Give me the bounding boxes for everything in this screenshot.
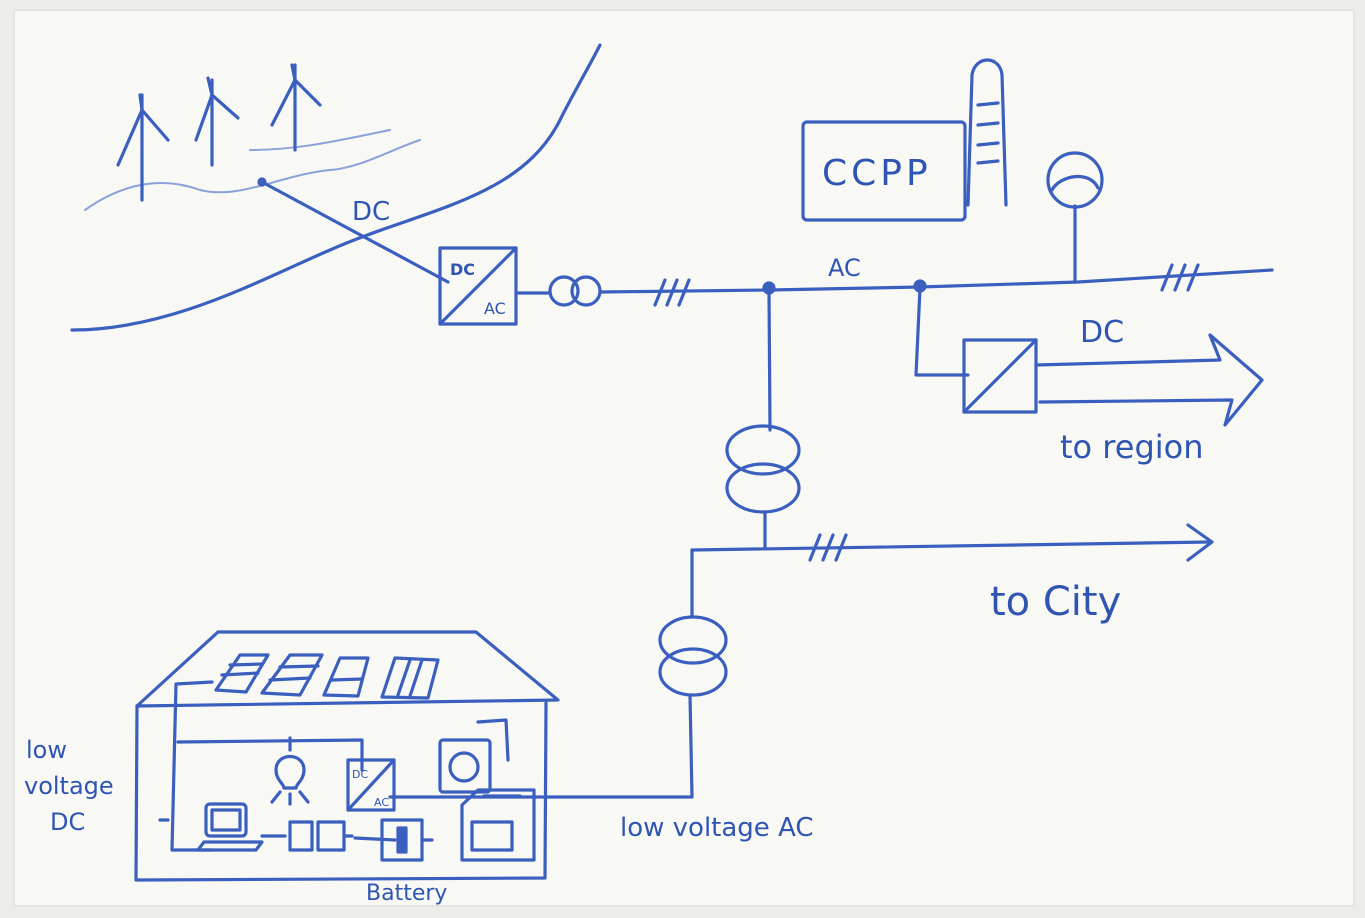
wind-dc-label: DC — [352, 197, 390, 227]
converter-dc-label: DC — [450, 260, 475, 279]
solar-panel-icon — [322, 656, 370, 698]
transformer-icon — [658, 615, 728, 697]
washing-machine-icon — [438, 718, 510, 794]
hill-line-2 — [249, 129, 391, 151]
stove-icon — [460, 788, 536, 862]
to-region-arrow — [1034, 333, 1264, 427]
low-voltage-dc-bus — [170, 680, 214, 852]
solar-panel-icon — [260, 653, 324, 697]
smokestack-icon — [966, 58, 1008, 207]
ccpp-box — [801, 120, 967, 222]
wind-turbine-icon — [194, 76, 240, 167]
wind-dc-node — [257, 177, 267, 187]
to-city-label: to City — [990, 579, 1121, 625]
three-phase-mark — [1160, 263, 1200, 292]
house-converter-ac-label: AC — [374, 796, 389, 809]
low-voltage-ac-label: low voltage AC — [620, 813, 814, 843]
wind-turbine-icon — [116, 93, 170, 202]
lamp-icon — [270, 736, 310, 806]
house-converter-dc-label: DC — [352, 768, 368, 781]
solar-panel-icon — [214, 653, 270, 694]
coastline-line — [70, 43, 602, 332]
region-branch-line — [914, 286, 970, 377]
solar-panel-icon — [380, 656, 440, 700]
low-voltage-dc-label-line-1: low — [26, 736, 67, 764]
battery — [380, 818, 434, 862]
low-voltage-dc-label-line-3: DC — [50, 808, 85, 836]
ac-bus-label: AC — [828, 254, 861, 282]
city-feed-line — [767, 288, 772, 432]
transformer-icon — [1046, 151, 1104, 284]
dc-ac-converter — [346, 758, 396, 812]
house — [134, 630, 560, 882]
computer-icon — [196, 802, 264, 852]
to-city-line — [690, 540, 1212, 552]
region-dc-label: DC — [1080, 315, 1124, 350]
three-phase-mark — [808, 533, 848, 562]
battery-label: Battery — [366, 881, 447, 906]
appliance-strip — [260, 820, 354, 852]
wind-dc-line — [260, 180, 450, 284]
low-voltage-dc-label-line-2: voltage — [24, 772, 114, 800]
three-phase-mark — [653, 278, 691, 307]
hill-line — [84, 139, 421, 211]
transformer-icon — [725, 424, 801, 514]
converter-ac-label: AC — [484, 299, 506, 318]
paper-sheet — [13, 9, 1355, 907]
ac-dc-converter — [962, 338, 1038, 414]
to-region-label: to region — [1060, 428, 1204, 466]
to-city-arrowhead — [1186, 523, 1214, 562]
battery-line — [353, 836, 397, 842]
ccpp-label: CCPP — [822, 153, 932, 194]
wind-turbine-icon — [270, 63, 322, 152]
dc-ac-converter — [438, 246, 518, 326]
